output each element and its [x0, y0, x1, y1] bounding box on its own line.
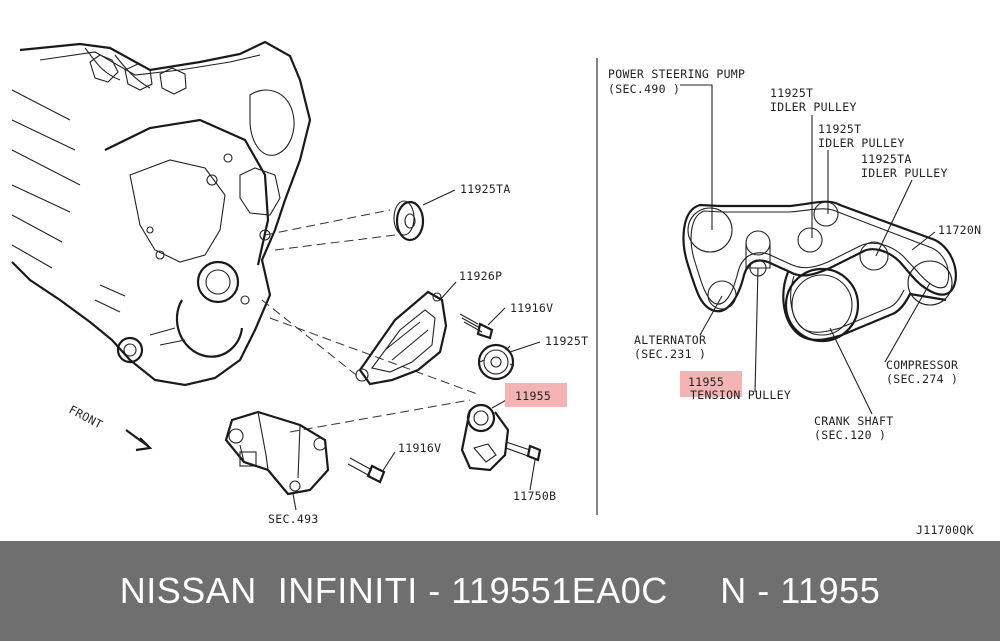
right-leader-lines	[680, 84, 936, 415]
idler-pulley-1	[797, 227, 823, 253]
compressor-pulley	[907, 260, 953, 306]
idler-pulley-2	[813, 201, 839, 227]
power-steering-pulley	[687, 207, 733, 253]
label-idler1-code: 11925T	[770, 86, 813, 100]
tension-pulley	[745, 230, 771, 256]
label-power-steering-pump: POWER STEERING PUMP	[608, 67, 745, 81]
idler-pulley-3	[859, 241, 889, 271]
part-11926p-bracket	[355, 290, 448, 386]
assembly-dashed-lines	[261, 209, 481, 433]
label-11955-right: 11955	[688, 375, 724, 389]
label-idler1-name: IDLER PULLEY	[770, 100, 857, 114]
part-sec493-bracket	[224, 410, 330, 496]
label-idler3-name: IDLER PULLEY	[861, 166, 948, 180]
label-crankshaft-sec: (SEC.120 )	[814, 428, 886, 442]
label-11925t: 11925T	[545, 334, 588, 348]
front-arrow: FRONT	[67, 402, 153, 452]
alternator-pulley	[707, 280, 737, 310]
engine-block	[11, 40, 312, 387]
part-11925t-pulley	[477, 343, 515, 381]
label-11916v-upper: 11916V	[510, 301, 553, 315]
label-sec493: SEC.493	[268, 512, 319, 526]
parts-diagram: FRONT 11925TA 11926P 11916V 11925T 11955…	[11, 40, 981, 537]
crankshaft-pulley	[784, 267, 860, 343]
label-11916v-lower: 11916V	[398, 441, 441, 455]
label-11925ta: 11925TA	[460, 182, 511, 196]
highlight-11955-left	[505, 383, 567, 407]
front-label: FRONT	[67, 402, 105, 431]
label-power-steering-sec: (SEC.490 )	[608, 82, 680, 96]
label-tension-pulley: TENSION PULLEY	[690, 388, 791, 402]
label-11750b: 11750B	[513, 489, 556, 503]
label-idler3-code: 11925TA	[861, 152, 912, 166]
part-11916v-bolt-upper	[459, 313, 494, 340]
label-crankshaft: CRANK SHAFT	[814, 414, 893, 428]
label-compressor: COMPRESSOR	[886, 358, 958, 372]
part-11750b-bolt	[505, 441, 542, 462]
part-number-banner: NISSAN INFINITI - 119551EA0C N - 11955	[0, 541, 1000, 641]
part-11916v-bolt-lower	[347, 457, 386, 484]
label-idler2-code: 11925T	[818, 122, 861, 136]
part-number-text: NISSAN INFINITI - 119551EA0C N - 11955	[119, 570, 881, 611]
diagram-code: J11700QK	[916, 523, 974, 537]
label-alternator-sec: (SEC.231 )	[634, 347, 706, 361]
label-idler2-name: IDLER PULLEY	[818, 136, 905, 150]
label-11926p: 11926P	[459, 269, 502, 283]
label-11955-left: 11955	[515, 389, 551, 403]
part-11925ta-pulley	[393, 200, 425, 242]
label-compressor-sec: (SEC.274 )	[886, 372, 958, 386]
label-belt-11720n: 11720N	[938, 223, 981, 237]
label-alternator: ALTERNATOR	[634, 333, 706, 347]
highlight-11955-right	[680, 371, 742, 397]
left-leader-lines	[292, 189, 541, 511]
part-11955-tension-pulley	[460, 403, 510, 472]
belt-routing-diagram	[682, 200, 957, 343]
